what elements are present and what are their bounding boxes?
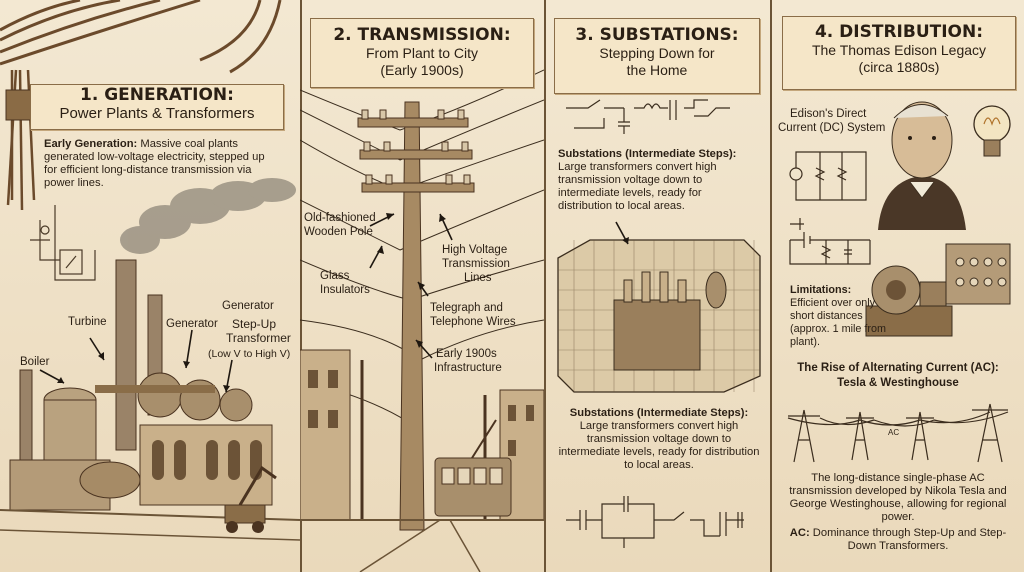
light-bulb-icon xyxy=(973,105,1011,157)
label-dc-1: Edison's Direct xyxy=(790,108,867,120)
dynamo-machine xyxy=(865,243,1011,337)
substations-text-1-label: Substations (Intermediate Steps): xyxy=(558,148,737,160)
distribution-sub2: (circa 1880s) xyxy=(858,59,940,75)
transmission-illustration xyxy=(300,69,544,572)
label-infra-1: Early 1900s xyxy=(436,348,497,360)
generation-illustration xyxy=(0,0,300,541)
substations-heading: 3. SUBSTATIONS: xyxy=(575,25,739,45)
distribution-sub1: The Thomas Edison Legacy xyxy=(811,42,987,58)
substations-text-2-label: Substations (Intermediate Steps): xyxy=(569,407,749,419)
transmission-sub1: From Plant to City xyxy=(365,45,479,61)
panel-substations: 3. SUBSTATIONS: Stepping Down for the Ho… xyxy=(544,0,772,572)
panel-distribution: 4. DISTRIBUTION: The Thomas Edison Legac… xyxy=(770,0,1024,572)
substations-text-2: Substations (Intermediate Steps): Large … xyxy=(558,407,760,472)
label-glass-2: Insulators xyxy=(320,284,370,296)
generation-text-body: Massive coal plants generated low-voltag… xyxy=(44,138,265,189)
label-low-high: (Low V to High V) xyxy=(208,348,291,360)
limitations-label: Limitations: xyxy=(790,284,852,296)
substations-sub1: Stepping Down for xyxy=(599,45,715,61)
label-infra-2: Infrastructure xyxy=(434,362,502,374)
label-hv-3: Lines xyxy=(464,272,492,284)
ac-text: The long-distance single-phase AC transm… xyxy=(789,472,1007,523)
label-tel-1: Telegraph and xyxy=(430,302,503,314)
substations-title: 3. SUBSTATIONS: Stepping Down for the Ho… xyxy=(554,18,760,94)
substations-illustration xyxy=(557,99,761,548)
ac-dominance-body: Dominance through Step-Up and Step-Down … xyxy=(809,527,1007,552)
transmission-sub2: (Early 1900s) xyxy=(380,62,464,78)
label-generator-top: Generator xyxy=(222,300,274,312)
generation-heading: 1. GENERATION: xyxy=(80,85,234,105)
limitations-text: Limitations: Efficient over only short d… xyxy=(790,284,890,349)
label-generator: Generator xyxy=(166,318,218,330)
label-boiler: Boiler xyxy=(20,356,50,368)
label-dc-2: Current (DC) System xyxy=(778,122,886,134)
substations-text-1: Substations (Intermediate Steps): Large … xyxy=(558,148,758,213)
limitations-body: Efficient over only short distances (app… xyxy=(790,297,887,348)
generation-title: 1. GENERATION: Power Plants & Transforme… xyxy=(30,84,284,130)
label-pole-1: Old-fashioned xyxy=(304,212,376,224)
label-tel-2: Telephone Wires xyxy=(430,316,516,328)
label-transformer: Transformer xyxy=(226,331,291,345)
generation-text-label: Early Generation: xyxy=(44,138,138,150)
label-glass-1: Glass xyxy=(320,270,350,282)
label-stepup: Step-Up xyxy=(232,317,277,331)
label-hv-1: High Voltage xyxy=(442,244,508,256)
distribution-title: 4. DISTRIBUTION: The Thomas Edison Legac… xyxy=(782,16,1016,90)
ac-heading-1: The Rise of Alternating Current (AC): xyxy=(797,362,999,374)
ac-symbol: AC xyxy=(888,428,900,437)
transmission-title: 2. TRANSMISSION: From Plant to City (Ear… xyxy=(310,18,534,88)
generation-text: Early Generation: Massive coal plants ge… xyxy=(44,138,274,190)
ac-dominance-label: AC: xyxy=(789,527,810,539)
panel-transmission: 2. TRANSMISSION: From Plant to City (Ear… xyxy=(300,0,546,572)
label-turbine: Turbine xyxy=(68,316,107,328)
label-hv-2: Transmission xyxy=(442,258,510,270)
distribution-heading: 4. DISTRIBUTION: xyxy=(814,22,984,42)
transmission-heading: 2. TRANSMISSION: xyxy=(333,25,511,45)
substations-text-2-body: Large transformers convert high transmis… xyxy=(558,420,760,471)
edison-portrait xyxy=(878,101,966,230)
ac-dominance-text: AC: Dominance through Step-Up and Step-D… xyxy=(784,527,1012,553)
ac-heading-2: Tesla & Westinghouse xyxy=(837,377,959,389)
distribution-illustration xyxy=(787,101,1011,463)
generation-subheading: Power Plants & Transformers xyxy=(59,105,255,122)
panel-generation: 1. GENERATION: Power Plants & Transforme… xyxy=(0,0,302,572)
substations-text-1-body: Large transformers convert high transmis… xyxy=(558,161,717,212)
label-pole-2: Wooden Pole xyxy=(304,226,373,238)
substations-sub2: the Home xyxy=(626,62,688,78)
